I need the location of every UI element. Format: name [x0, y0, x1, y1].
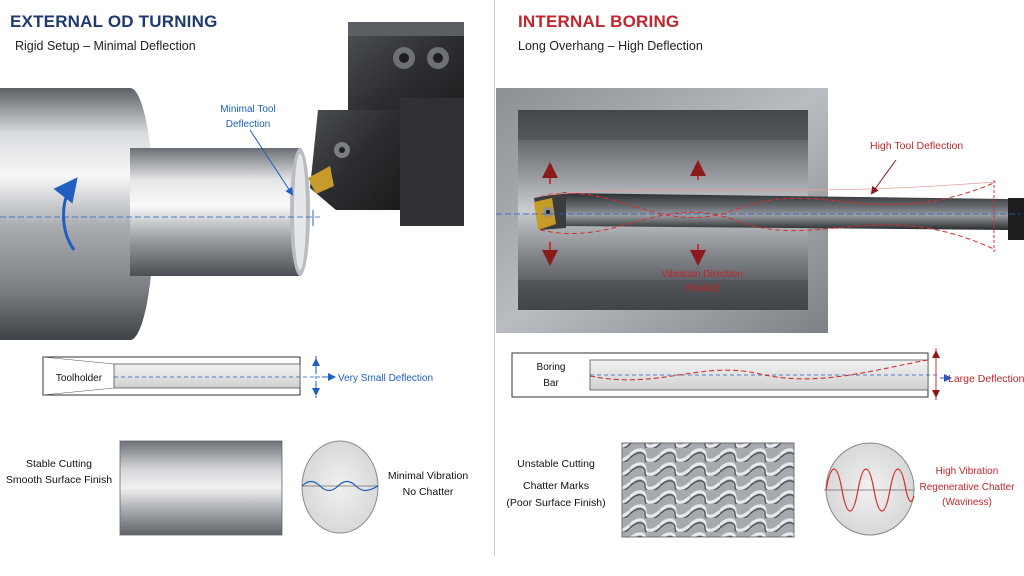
- chatter-surface-sample: [621, 442, 795, 538]
- unstable-cutting-line1: Unstable Cutting: [517, 458, 595, 470]
- high-vibration-line2: Regenerative Chatter: [919, 481, 1015, 493]
- toolholder-label: Toolholder: [55, 373, 103, 384]
- unstable-cutting-line3: (Poor Surface Finish): [506, 496, 606, 509]
- left-callout: Minimal Tool Deflection: [208, 102, 288, 132]
- left-callout-arrow: [249, 129, 294, 196]
- unstable-cutting-label: Unstable Cutting Chatter Marks (Poor Sur…: [504, 456, 608, 511]
- high-vibration-circle: [825, 442, 915, 536]
- rotation-arrow-icon: [53, 177, 78, 251]
- right-title: INTERNAL BORING: [518, 12, 680, 31]
- boring-bar: [534, 192, 1024, 240]
- stable-cutting-line2: Smooth Surface Finish: [5, 474, 113, 487]
- minimal-vibration-label: Minimal Vibration No Chatter: [380, 468, 476, 501]
- very-small-deflection-label: Very Small Deflection: [338, 373, 434, 384]
- od-tool-holder: [308, 22, 464, 226]
- minimal-vibration-circle: [301, 440, 379, 534]
- smooth-surface-sample: [119, 440, 283, 536]
- section-divider: [494, 0, 495, 556]
- left-callout-line2: Deflection: [225, 119, 271, 130]
- boring-bar-deflection-curve: [589, 359, 929, 381]
- vibration-direction-line1: Vibration Direction: [661, 269, 743, 280]
- unstable-cutting-line2: Chatter Marks: [523, 480, 589, 493]
- boring-bar-label-line1: Boring: [536, 362, 566, 373]
- boring-bar-label-line2: Bar: [543, 378, 559, 389]
- boring-bar-label: Boring Bar: [514, 360, 588, 392]
- minimal-vibration-line2: No Chatter: [402, 486, 454, 499]
- radial-vibration-arrows: [542, 160, 706, 266]
- right-subtitle: Long Overhang – High Deflection: [518, 39, 703, 53]
- minimal-vibration-line1: Minimal Vibration: [387, 470, 469, 482]
- left-subtitle: Rigid Setup – Minimal Deflection: [15, 39, 196, 53]
- large-wave-trace: [825, 468, 915, 512]
- vibration-direction-label: Vibration Direction (Radial): [654, 268, 750, 296]
- vibration-direction-line2: (Radial): [684, 283, 720, 294]
- high-vibration-line3: (Waviness): [942, 497, 992, 508]
- large-deflection-label: Large Deflection: [948, 373, 1024, 385]
- high-vibration-label: High Vibration Regenerative Chatter (Wav…: [914, 464, 1020, 511]
- stable-cutting-line1: Stable Cutting: [26, 458, 92, 470]
- stable-cutting-label: Stable Cutting Smooth Surface Finish: [2, 456, 116, 489]
- high-vibration-line1: High Vibration: [935, 466, 999, 477]
- right-callout-arrow: [870, 159, 897, 195]
- deflection-wave-lower: [539, 211, 997, 251]
- left-title: EXTERNAL OD TURNING: [10, 12, 218, 31]
- left-callout-line1: Minimal Tool: [220, 104, 276, 115]
- deflection-wave-upper: [539, 181, 997, 218]
- high-tool-deflection-label: High Tool Deflection: [870, 140, 964, 152]
- toolholder-bar: [113, 363, 301, 389]
